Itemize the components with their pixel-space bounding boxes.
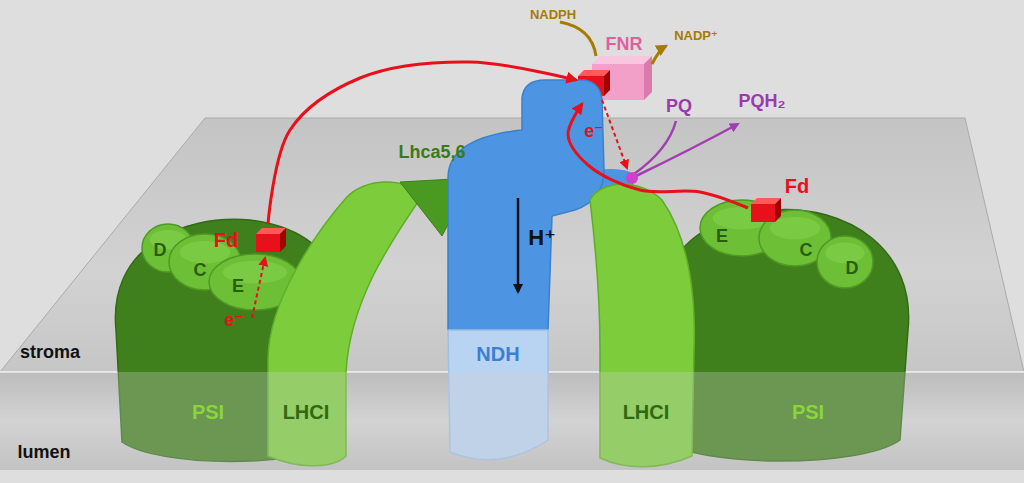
- ferredoxin-name: Fd: [214, 230, 238, 250]
- complex-name: NDH: [476, 344, 519, 364]
- electron-transfer-arrow: [268, 62, 576, 224]
- subunit-name: C: [194, 261, 207, 279]
- complex-name: LHCI: [283, 402, 330, 422]
- ndh-lower: [448, 330, 548, 460]
- lhci-belt-outline: [586, 176, 696, 470]
- nadp-arrow: [652, 46, 666, 64]
- quinone-label: PQH₂: [738, 92, 785, 110]
- subunit-shape: [817, 236, 873, 288]
- electron-path: [602, 100, 627, 168]
- subunit-name: E: [232, 277, 244, 295]
- fd-cube-side: [280, 228, 286, 252]
- subunit-shape: D: [817, 236, 873, 288]
- fd-cube-side: [775, 198, 781, 222]
- complex-name: PSI: [192, 402, 224, 422]
- pq-line: [634, 121, 676, 174]
- fnr-top: [592, 56, 652, 64]
- fd-cube-front: [751, 204, 775, 222]
- lhci-belt: LHCI: [266, 176, 422, 468]
- membrane-veil: [0, 372, 1024, 470]
- lhci-belt-outline: [266, 176, 422, 468]
- protein-name: Lhca5,6: [398, 143, 465, 161]
- electron-path: [252, 258, 265, 318]
- fd-cube-front: [256, 234, 280, 252]
- subunit-name: D: [846, 259, 859, 277]
- enzyme-name: FNR: [606, 35, 643, 53]
- electron-transfer-arrow: [568, 104, 748, 208]
- subunit-highlight: [825, 243, 864, 264]
- lhci-belt: LHCI: [586, 176, 696, 470]
- lhci-shape: [590, 184, 694, 467]
- fd-cube-side: [604, 70, 610, 96]
- proton-arrow: [517, 198, 520, 292]
- subunit-name: E: [716, 227, 728, 245]
- subunit-shape-outline: [817, 236, 873, 288]
- pq-site: [626, 172, 638, 184]
- side-label: stroma: [20, 343, 80, 361]
- psi-shape: [662, 209, 909, 461]
- subunit-name: C: [800, 241, 813, 259]
- proton-symbol: H⁺: [528, 227, 556, 249]
- ferredoxin-name: Fd: [785, 176, 809, 196]
- electron-label: e⁻: [584, 122, 604, 140]
- ferredoxin: Fd: [748, 174, 814, 224]
- subunit-highlight: [770, 217, 820, 239]
- ndh-upper: [448, 80, 604, 330]
- ferredoxin: Fd: [212, 224, 288, 256]
- side-label: lumen: [17, 443, 70, 461]
- cofactor-label: NADPH: [530, 8, 576, 21]
- cofactor-label: NADP⁺: [674, 29, 718, 42]
- nadph-line: [560, 22, 596, 56]
- quinone-label: PQ: [666, 97, 692, 115]
- lhci-shape: [268, 182, 422, 466]
- complex-name: LHCI: [623, 402, 670, 422]
- pqh2-arrow: [636, 124, 738, 176]
- psi-complex: PSIECDFd: [655, 200, 915, 470]
- fnr-side: [644, 56, 652, 100]
- subunit-name: D: [154, 241, 167, 259]
- electron-label: e⁻: [224, 311, 244, 329]
- complex-name: PSI: [792, 402, 824, 422]
